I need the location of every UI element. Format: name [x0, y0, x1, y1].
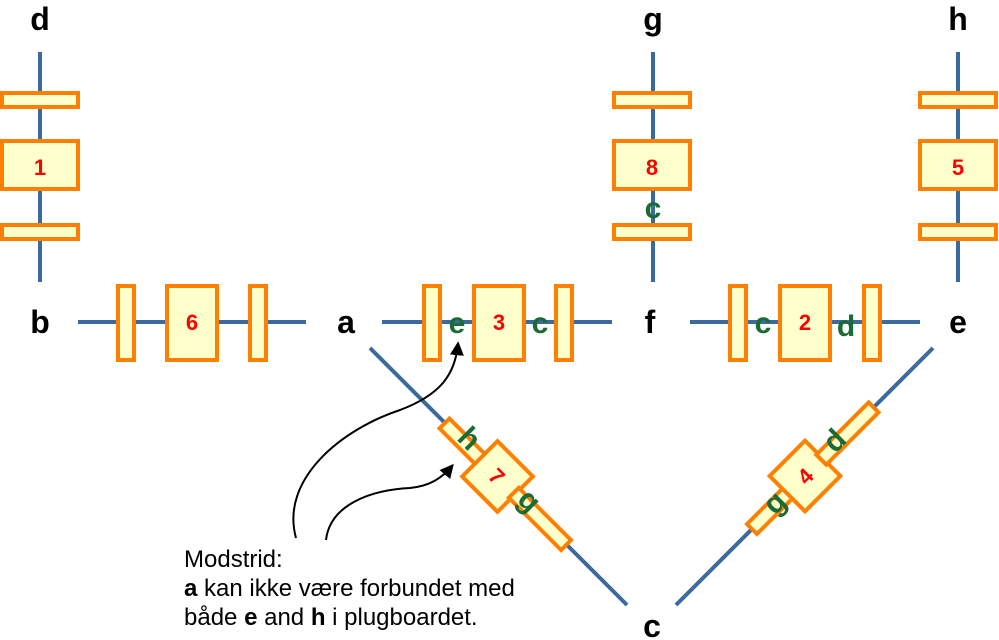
scrambler-2-label: 2 [799, 310, 811, 335]
node-c: c [643, 608, 661, 640]
note-bold-a: a [184, 575, 198, 602]
node-d: d [30, 1, 50, 37]
note-line-1: Modstrid: [184, 546, 283, 573]
chain-e-c [674, 346, 935, 607]
node-h: h [948, 1, 968, 37]
scrambler-5-label: 5 [952, 155, 964, 180]
note-line-3-post: i plugboardet. [325, 604, 478, 631]
scrambler-8-label: 8 [646, 155, 658, 180]
conflict-arrow-to-e [292, 341, 464, 539]
note-line-2: a kan ikke være forbundet med [184, 574, 515, 603]
chain-f-e: 2 c d [690, 284, 920, 362]
note-bold-h: h [310, 604, 326, 631]
conflict-note: Modstrid: a kan ikke være forbundet med … [184, 545, 515, 632]
scrambler-3-left-letter: e [449, 307, 466, 340]
chain-b-a: 6 [78, 284, 306, 362]
chain-d-b: 1 [0, 52, 80, 282]
node-b: b [30, 304, 50, 340]
chain-h-e: 5 [918, 52, 998, 282]
scrambler-6-label: 6 [186, 310, 198, 335]
note-line-2-rest: kan ikke være forbundet med [197, 575, 515, 602]
scrambler-8-bottom-letter: c [645, 192, 662, 225]
chain-a-f: 3 e c [382, 284, 612, 362]
scrambler-3-right-letter: c [532, 307, 549, 340]
scrambler-2-left-letter: c [755, 307, 772, 340]
conflict-arrow-to-h [325, 463, 454, 541]
note-line-3-pre: både [184, 604, 245, 631]
note-line-3-mid: and [257, 604, 311, 631]
scrambler-3-label: 3 [493, 310, 505, 335]
node-e: e [949, 304, 967, 340]
chain-a-c [368, 346, 629, 607]
note-bold-e: e [244, 604, 258, 631]
scrambler-2-right-letter: d [837, 310, 855, 343]
node-f: f [645, 304, 656, 340]
note-line-3: både e and h i plugboardet. [184, 603, 515, 632]
node-a: a [337, 304, 355, 340]
scrambler-1-label: 1 [34, 155, 46, 180]
node-g: g [643, 1, 663, 37]
chain-g-f: 8 c [612, 52, 692, 282]
